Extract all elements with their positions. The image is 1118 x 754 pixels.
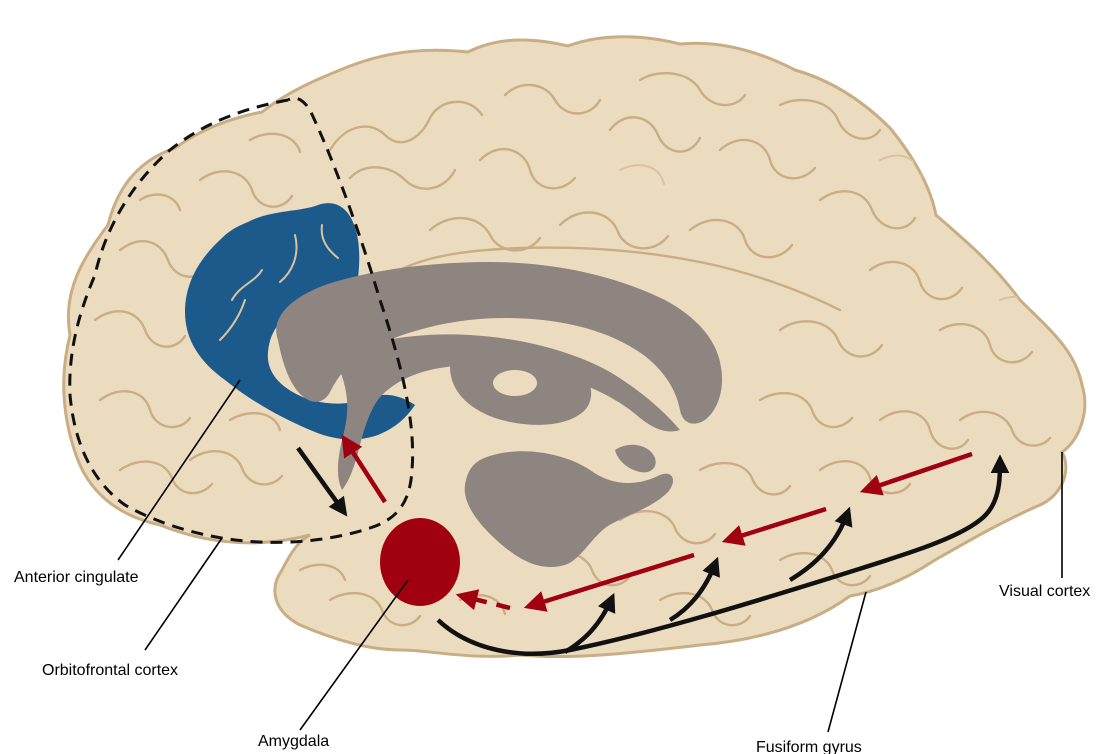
label-anterior-cingulate: Anterior cingulate <box>14 569 139 586</box>
label-orbitofrontal-cortex: Orbitofrontal cortex <box>42 662 178 679</box>
label-visual-cortex: Visual cortex <box>999 583 1090 600</box>
leader-fusiform <box>828 592 866 732</box>
leader-orbitofrontal <box>145 538 222 650</box>
interthalamic-adhesion <box>493 370 537 396</box>
label-amygdala: Amygdala <box>258 733 329 750</box>
label-fusiform-gyrus: Fusiform gyrus <box>756 739 862 754</box>
amygdala-region <box>380 518 460 606</box>
